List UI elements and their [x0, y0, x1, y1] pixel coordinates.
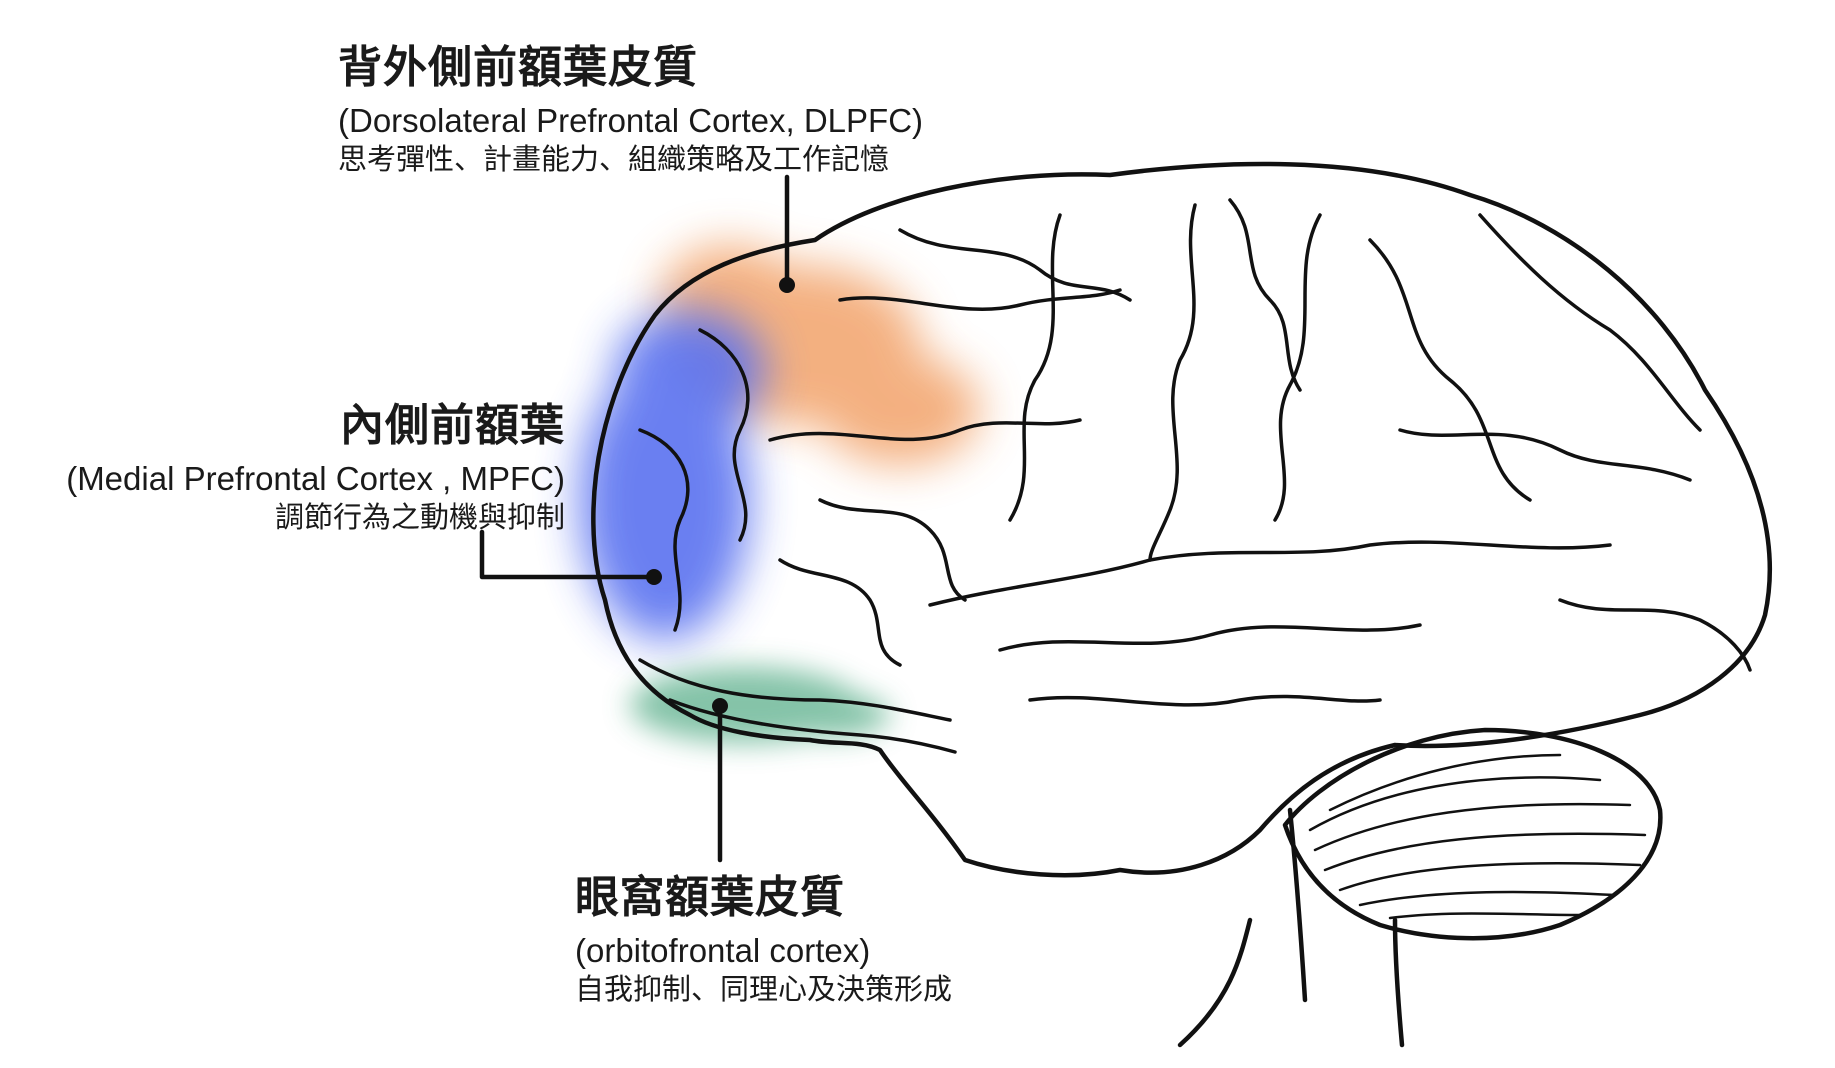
mpfc-highlight-top	[615, 310, 765, 430]
folia-2	[1313, 802, 1632, 852]
mpfc-title: 內側前額葉	[340, 400, 565, 451]
ofc-title: 眼窩額葉皮質	[575, 872, 845, 923]
central-sulcus	[1148, 203, 1197, 562]
mpfc-highlight	[580, 310, 765, 640]
ofc-label: 眼窩額葉皮質 (orbitofrontal cortex) 自我抑制、同理心及決…	[575, 872, 952, 1007]
occipital-fold	[1558, 598, 1752, 672]
leader-dots	[646, 277, 795, 714]
orbital-fold-2	[668, 698, 957, 754]
dlpfc-highlight-tail	[820, 355, 980, 465]
temporal-fold-2	[1028, 694, 1382, 707]
brain-folds	[638, 198, 1752, 754]
leader-lines	[479, 174, 790, 863]
brainstem-outline	[1177, 807, 1405, 1048]
folia-3	[1323, 832, 1647, 872]
frontal-fold-4	[778, 558, 902, 667]
mpfc-latin-name: (Medial Prefrontal Cortex , MPFC)	[66, 459, 565, 497]
superior-frontal-sulcus	[838, 288, 1122, 312]
inferior-frontal-sulcus	[768, 418, 1082, 442]
frontal-fold-2	[638, 428, 690, 632]
cerebellum-folia	[1308, 753, 1647, 920]
dlpfc-title: 背外側前額葉皮質	[338, 42, 698, 93]
cerebrum-outline	[591, 161, 1772, 878]
frontal-fold-1	[698, 328, 750, 542]
brain-outline	[591, 161, 1772, 1048]
cerebellum-outline	[1282, 727, 1663, 941]
dlpfc-description: 思考彈性、計畫能力、組織策略及工作記憶	[338, 142, 890, 177]
mpfc-leader-line	[479, 529, 656, 580]
ofc-description: 自我抑制、同理心及決策形成	[575, 972, 953, 1007]
ofc-dot	[712, 698, 728, 714]
precentral-sulcus	[1008, 213, 1062, 522]
mpfc-label: 內側前額葉 (Medial Prefrontal Cortex , MPFC) …	[66, 400, 565, 535]
orbital-fold-1	[638, 658, 952, 722]
folia-1	[1308, 776, 1602, 832]
folia-6	[1388, 912, 1582, 920]
lateral-fissure	[928, 540, 1612, 607]
parietal-fold-1	[1368, 238, 1532, 502]
folia-5	[1358, 890, 1617, 907]
folia-4	[1338, 862, 1642, 892]
ofc-latin-name: (orbitofrontal cortex)	[575, 931, 871, 969]
upper-fold-2	[1228, 198, 1302, 392]
folia-7	[1328, 753, 1562, 812]
mpfc-highlight-core	[580, 360, 750, 640]
dlpfc-latin-name: (Dorsolateral Prefrontal Cortex, DLPFC)	[338, 101, 924, 139]
parietal-fold-3	[1398, 428, 1692, 482]
dlpfc-label: 背外側前額葉皮質 (Dorsolateral Prefrontal Cortex…	[338, 42, 923, 177]
frontal-fold-3	[818, 498, 967, 602]
dlpfc-dot	[779, 277, 795, 293]
mpfc-dot	[646, 569, 662, 585]
temporal-fold-1	[998, 623, 1422, 652]
parietal-fold-2	[1478, 213, 1702, 432]
upper-fold-1	[898, 228, 1132, 302]
mpfc-description: 調節行為之動機與抑制	[274, 500, 565, 535]
postcentral-sulcus	[1273, 213, 1322, 522]
